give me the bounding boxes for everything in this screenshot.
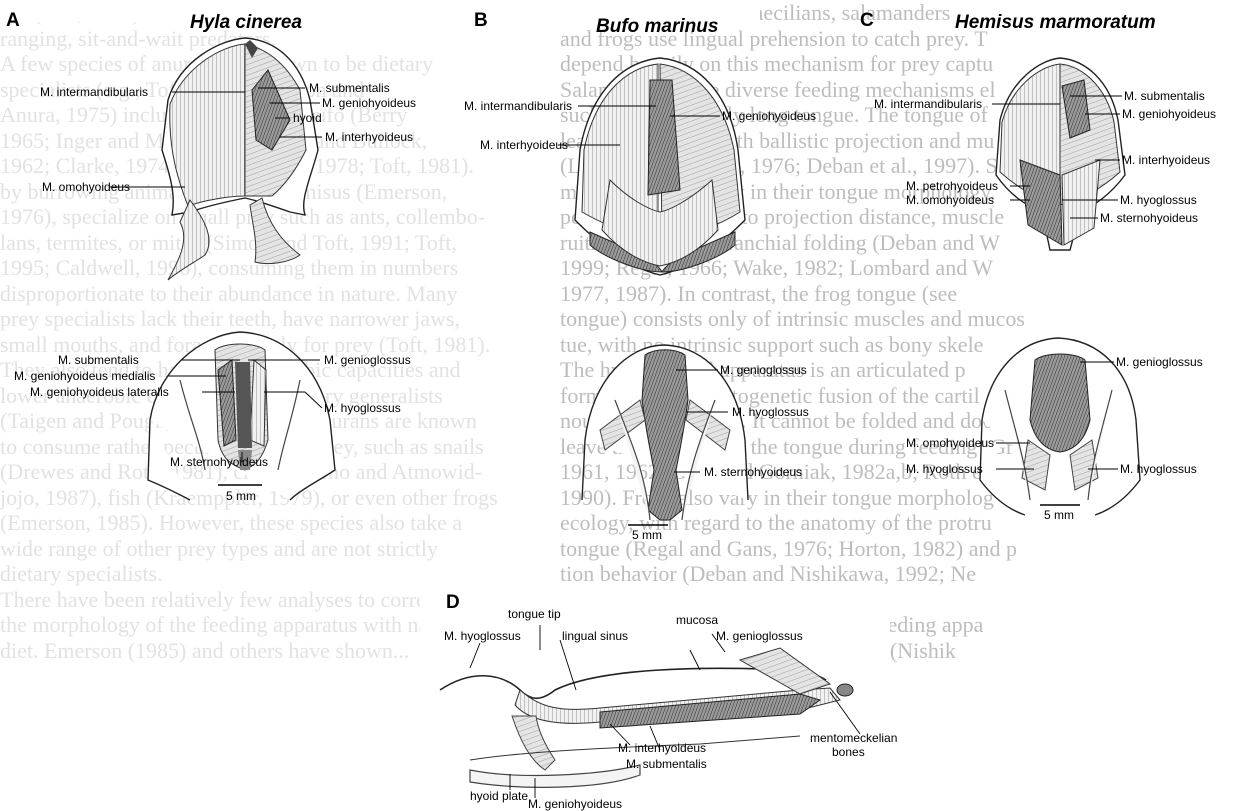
panel-d: D tongue tip M. hyoglossus lingual sinus… [420,588,897,811]
label-c-petrohyoideus: M. petrohyoideus [906,179,998,193]
label-c-deep-hyoglossus-left: M. hyoglossus [906,462,983,476]
label-b-scale: 5 mm [632,528,662,542]
label-d-hyoglossus: M. hyoglossus [444,629,521,643]
label-a-geniohyoideus: M. geniohyoideus [322,96,416,110]
label-a-submentalis: M. submentalis [309,81,390,95]
label-d-bones: bones [832,745,865,759]
label-d-mucosa: mucosa [676,613,718,627]
label-d-mentomeckelian: mentomeckelian [810,731,897,745]
label-b-intermandibularis: M. intermandibularis [464,99,572,113]
label-a-geniohyoideus-lateralis: M. geniohyoideus lateralis [30,385,169,399]
label-a-interhyoideus: M. interhyoideus [325,130,413,144]
label-d-interhyoideus: M. interhyoideus [618,741,706,755]
panel-c-species: Hemisus marmoratum [955,12,1156,33]
label-c-sternohyoideus: M. sternohyoideus [1100,211,1198,225]
label-c-geniohyoideus: M. geniohyoideus [1122,107,1216,121]
label-b-hyoglossus: M. hyoglossus [732,405,809,419]
panel-c-letter: C [860,10,874,31]
label-c-submentalis: M. submentalis [1124,89,1205,103]
panel-b-species: Bufo marinus [596,16,718,37]
label-c-genioglossus: M. genioglossus [1116,355,1203,369]
label-c-hyoglossus: M. hyoglossus [1120,193,1197,207]
label-c-intermandibularis: M. intermandibularis [874,97,982,111]
panel-b-ventral-drawing [575,58,745,275]
panel-a-species: Hyla cinerea [190,12,302,33]
label-a-hyoid: hyoid [293,111,322,125]
panel-d-letter: D [446,592,460,613]
label-a-omohyoideus: M. omohyoideus [42,180,130,194]
label-d-hyoid-plate: hyoid plate [470,789,528,803]
label-d-geniohyoideus: M. geniohyoideus [528,797,622,811]
panel-a-deep-drawing [148,332,335,500]
label-b-interhyoideus: M. interhyoideus [480,138,568,152]
label-a-geniohyoideus-medialis: M. geniohyoideus medialis [14,369,155,383]
label-c-deep-hyoglossus-right: M. hyoglossus [1120,462,1197,476]
panel-c: C Hemisus marmoratum M. submentalis M. i… [860,10,1216,522]
label-c-interhyoideus: M. interhyoideus [1122,153,1210,167]
panel-a-letter: A [6,10,20,31]
label-c-scale: 5 mm [1044,508,1074,522]
panel-a: A Hyla cinerea M. intermandibularis M. s… [6,10,416,503]
label-d-submentalis: M. submentalis [626,757,707,771]
label-c-omohyoideus: M. omohyoideus [906,193,994,207]
label-a-deep-submentalis: M. submentalis [58,353,139,367]
panel-a-ventral-drawing [162,38,318,280]
label-a-genioglossus: M. genioglossus [324,353,411,367]
panel-b-letter: B [474,10,488,31]
label-a-scale: 5 mm [226,489,256,503]
label-a-intermandibularis: M. intermandibularis [40,85,148,99]
label-a-sternohyoideus: M. sternohyoideus [170,455,268,469]
label-b-geniohyoideus: M. geniohyoideus [722,109,816,123]
label-c-deep-omohyoideus: M. omohyoideus [906,436,994,450]
label-a-hyoglossus: M. hyoglossus [324,401,401,415]
label-d-tongue-tip: tongue tip [508,607,561,621]
label-d-genioglossus: M. genioglossus [716,629,803,643]
label-b-genioglossus: M. genioglossus [720,363,807,377]
panel-b: B Bufo marinus M. intermandibularis M. g… [464,10,816,542]
label-d-lingual-sinus: lingual sinus [562,629,628,643]
label-b-sternohyoideus: M. sternohyoideus [704,465,802,479]
